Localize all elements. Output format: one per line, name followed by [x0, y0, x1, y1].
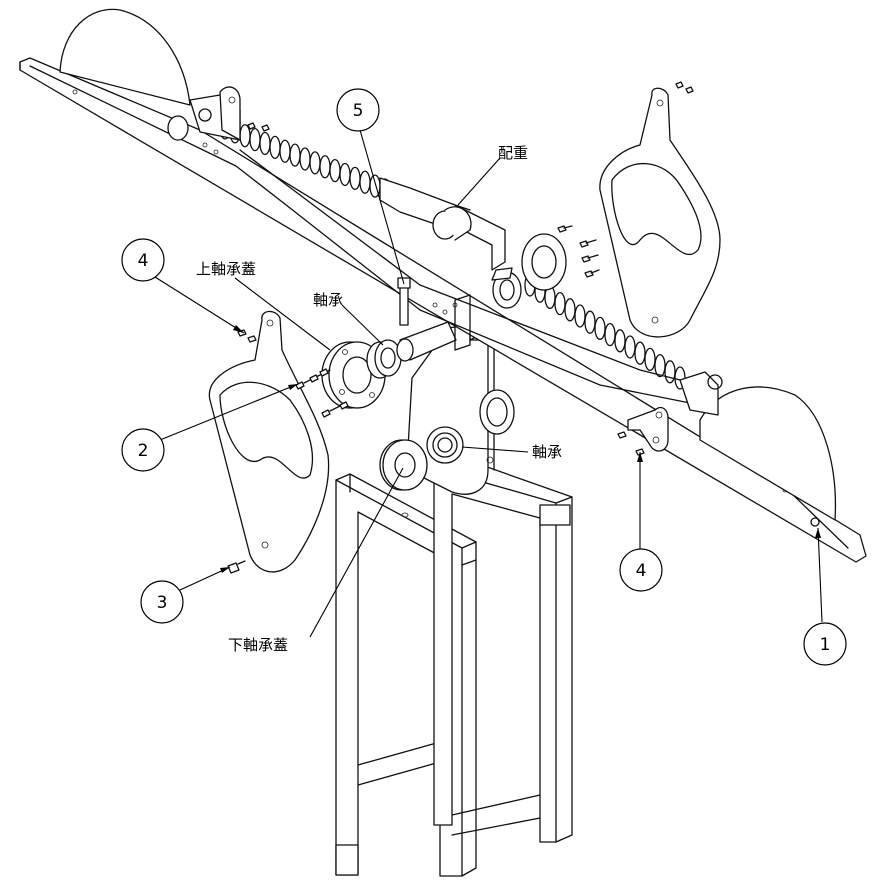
spring-coil: [259, 131, 271, 156]
spring-brackets: [189, 86, 723, 416]
bolt-icon: [227, 560, 246, 574]
bolt-icon: [319, 368, 329, 377]
spring-coil: [574, 304, 586, 328]
beam-bearing-flange: [491, 233, 567, 309]
leader-lines: [154, 129, 823, 638]
seat-plate-right: [599, 87, 721, 338]
pivot-shaft: [396, 294, 471, 362]
bolt-icon: [584, 269, 600, 278]
bolt-icon: [675, 81, 684, 89]
spring-coil: [309, 151, 321, 175]
spring-coil: [604, 322, 616, 347]
pin-part-5: [397, 277, 411, 326]
label-bearing-upper: 軸承: [313, 291, 343, 309]
svg-text:4: 4: [636, 561, 647, 581]
end-plate-right: [699, 386, 837, 527]
spring-coil: [319, 155, 331, 179]
label-upper-bearing-cover: 上軸承蓋: [196, 260, 256, 278]
balloon-1: 1: [803, 622, 847, 666]
spring-coil: [664, 360, 676, 384]
spring-coil: [239, 124, 251, 148]
spring-coil: [614, 329, 626, 353]
bolt-icon: [581, 254, 599, 263]
spring-coil: [339, 162, 351, 187]
spring-coil: [349, 166, 361, 191]
bolt-icon-set: [227, 81, 694, 574]
spring-coil: [299, 147, 311, 171]
counterweight: [379, 177, 506, 271]
spring-coil: [249, 127, 261, 152]
bolt-icon: [557, 225, 573, 233]
balloon-4-left: 4: [121, 238, 165, 282]
bolt-icon: [321, 405, 341, 418]
spring-coil: [654, 353, 666, 378]
spring-coil: [624, 335, 636, 359]
seat-plate-left: [208, 310, 330, 573]
spring-coil: [584, 310, 596, 334]
bolt-icon: [261, 124, 270, 132]
bolt-icon: [247, 122, 256, 130]
spring-coil: [279, 139, 291, 163]
end-plate-left: [59, 8, 191, 141]
svg-text:2: 2: [138, 441, 149, 461]
spring-coil: [564, 298, 576, 322]
bolt-icon: [339, 401, 349, 410]
center-pivot-plate: [407, 324, 515, 495]
svg-text:4: 4: [138, 251, 149, 271]
spring-coil: [269, 135, 281, 160]
label-counterweight: 配重: [498, 144, 528, 162]
balloon-2: 2: [121, 428, 165, 472]
spring-coil: [594, 316, 606, 341]
svg-text:5: 5: [353, 101, 364, 121]
base-frame: [335, 455, 573, 877]
label-lower-bearing-cover: 下軸承蓋: [228, 636, 288, 654]
lower-bearing-cover: [379, 439, 428, 491]
bolt-icon: [247, 335, 257, 343]
right-bracket-plate: [627, 406, 669, 452]
spring-coil: [554, 291, 566, 316]
upper-bearing: [366, 339, 402, 379]
svg-text:3: 3: [157, 593, 168, 613]
spring-coil: [644, 347, 656, 372]
spring-coil: [289, 143, 301, 167]
spring-coil: [634, 341, 646, 365]
spring-coil: [359, 170, 371, 194]
balloon-5: 5: [336, 88, 380, 132]
svg-text:1: 1: [820, 635, 831, 655]
bolt-icon: [685, 86, 694, 94]
bolt-icon: [579, 239, 597, 248]
bolt-icon: [617, 431, 627, 439]
balloon-4-right: 4: [619, 548, 663, 592]
balloon-3: 3: [140, 580, 184, 624]
spring-coil: [329, 158, 341, 183]
label-bearing-lower: 軸承: [532, 443, 562, 461]
